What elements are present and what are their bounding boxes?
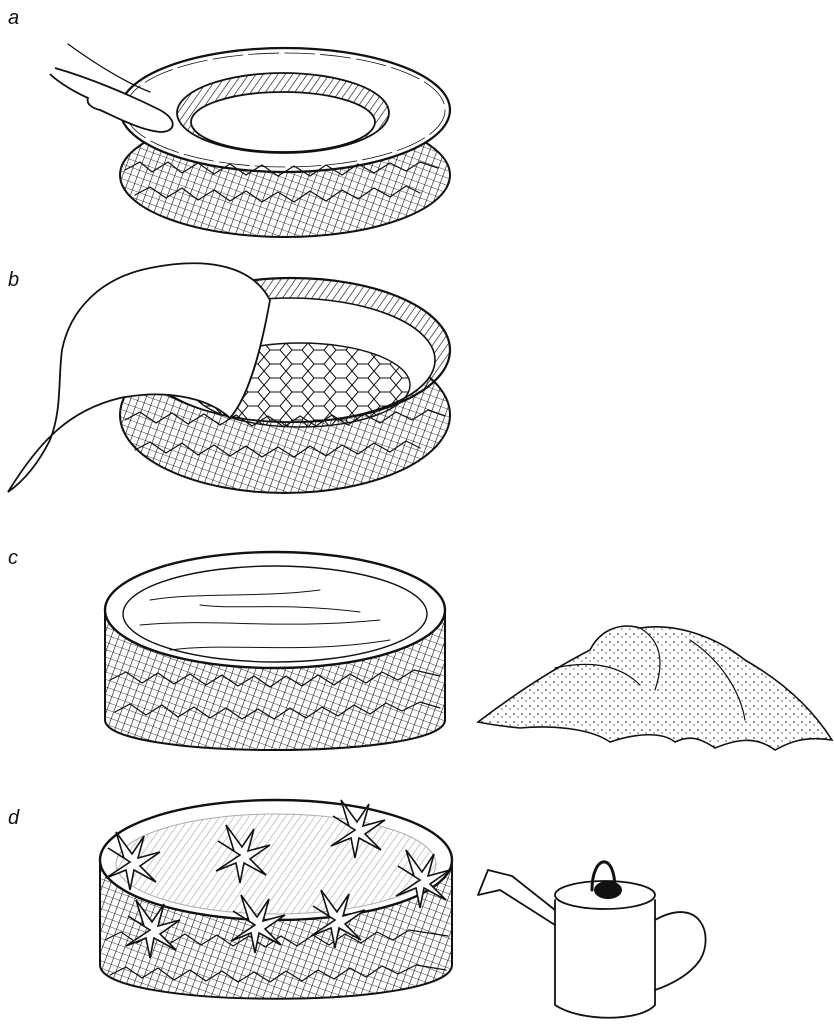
watering-can-icon [478,862,706,1018]
panel-b-drawing [8,263,450,493]
tyre-a-hole [191,92,375,152]
soil-heap [478,626,832,750]
panel-d-drawing [100,800,706,1018]
panel-c-drawing [105,552,832,750]
panel-a-drawing [50,44,450,237]
